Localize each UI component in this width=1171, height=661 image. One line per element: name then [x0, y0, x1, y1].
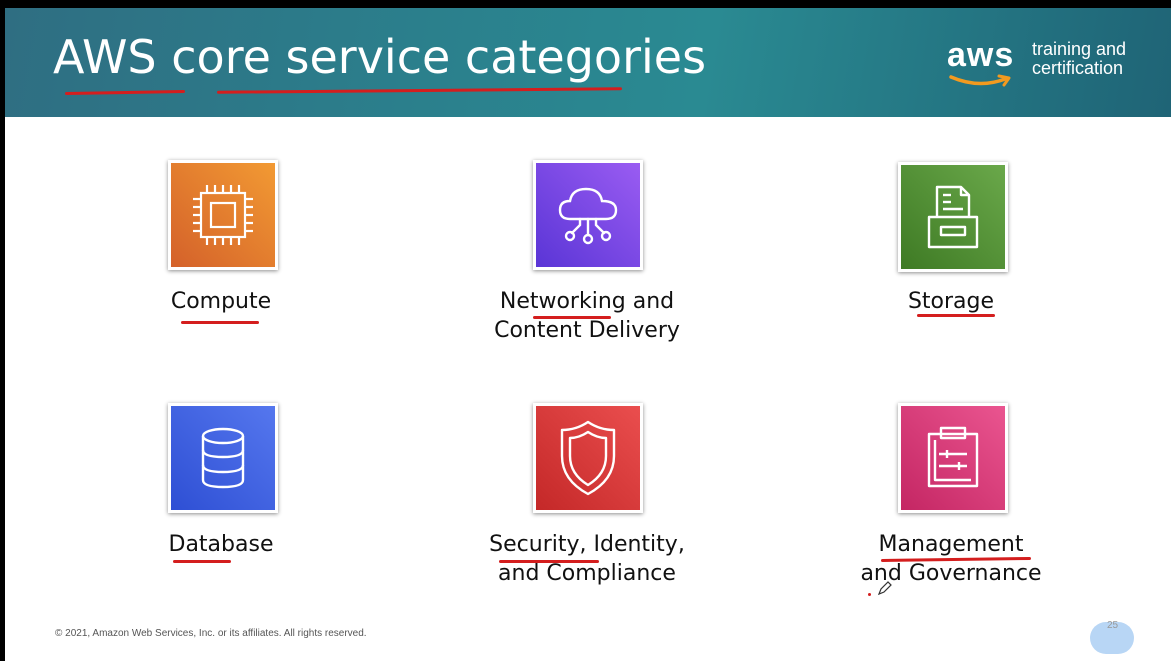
aws-smile-icon — [949, 74, 1011, 87]
category-label-networking: Networking and Content Delivery — [494, 289, 680, 343]
storage-box-icon — [901, 165, 1005, 269]
category-label-storage: Storage — [907, 289, 995, 314]
database-tile — [168, 403, 278, 513]
aws-logo-word: aws — [947, 36, 1015, 74]
annotation-underline — [533, 316, 611, 319]
security-tile — [533, 403, 643, 513]
compute-tile — [168, 160, 278, 270]
storage-tile — [898, 162, 1008, 272]
networking-tile — [533, 160, 643, 270]
copyright-footer: © 2021, Amazon Web Services, Inc. or its… — [55, 628, 367, 639]
slide: AWS core service categories aws training… — [5, 8, 1171, 661]
annotation-underline — [216, 87, 623, 94]
annotation-underline — [181, 321, 259, 324]
management-tile — [898, 403, 1008, 513]
pen-cursor-icon — [877, 581, 892, 596]
aws-logo-subtitle: training and certification — [1032, 39, 1127, 78]
clipboard-icon — [901, 406, 1005, 510]
slide-title: AWS core service categories — [53, 30, 707, 84]
aws-training-logo: aws training and certification — [947, 36, 1147, 98]
category-label-database: Database — [168, 532, 274, 557]
annotation-dot — [868, 593, 871, 596]
annotation-underline — [499, 560, 599, 563]
cloud-network-icon — [536, 163, 640, 267]
cpu-chip-icon — [171, 163, 275, 267]
database-icon — [171, 406, 275, 510]
shield-icon — [536, 406, 640, 510]
page-number: 25 — [1107, 620, 1119, 631]
category-label-compute: Compute — [170, 289, 272, 314]
app-badge-icon[interactable] — [1090, 622, 1134, 654]
annotation-underline — [173, 560, 231, 563]
annotation-underline — [64, 89, 186, 96]
category-label-security: Security, Identity, and Compliance — [489, 532, 685, 586]
category-label-management: Management and Governance — [860, 532, 1042, 586]
annotation-underline — [917, 314, 995, 317]
slide-header: AWS core service categories aws training… — [5, 8, 1171, 117]
